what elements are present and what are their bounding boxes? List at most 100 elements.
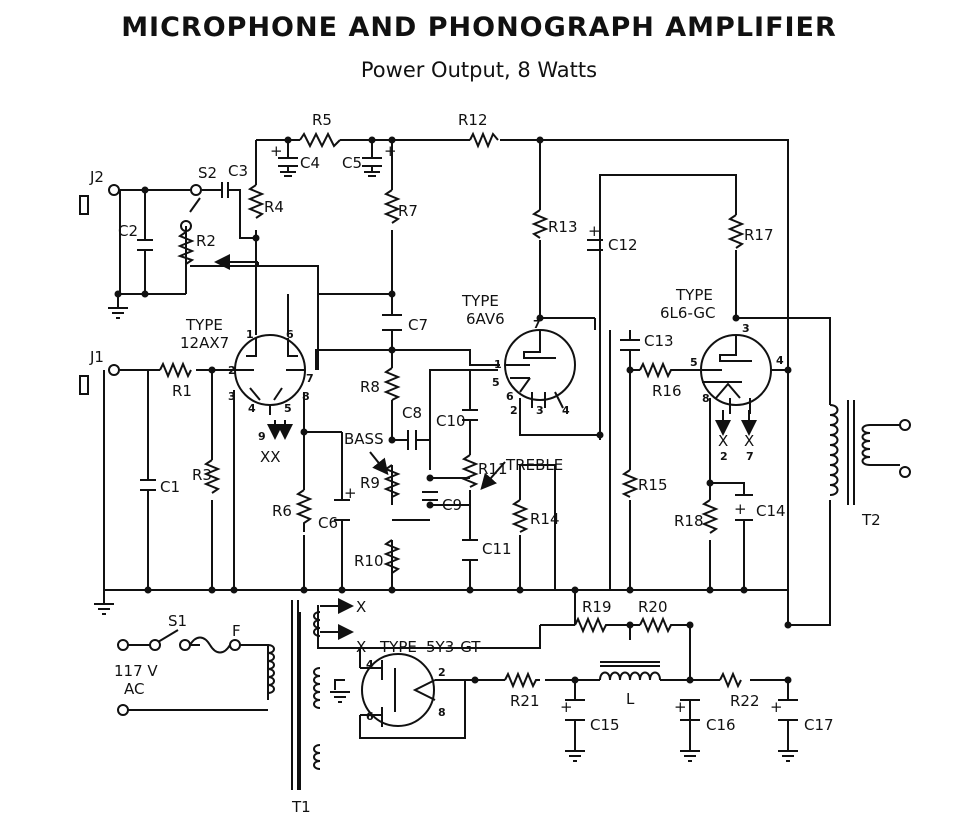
- svg-text:+: +: [734, 500, 747, 518]
- label-heater-xx: XX: [260, 448, 281, 466]
- tube-12ax7-model: 12AX7: [180, 334, 229, 352]
- label-r21: R21: [510, 692, 540, 710]
- tube-12ax7-type: TYPE: [185, 316, 223, 334]
- capacitor-c10: [462, 409, 478, 421]
- svg-text:1: 1: [494, 358, 502, 371]
- label-r20: R20: [638, 598, 668, 616]
- page-subtitle: Power Output, 8 Watts: [360, 58, 598, 82]
- label-c2: C2: [118, 222, 138, 240]
- capacitor-c2: [137, 239, 153, 251]
- label-r5: R5: [312, 111, 332, 129]
- label-r3: R3: [192, 466, 212, 484]
- resistor-r2: [177, 231, 195, 265]
- label-c15: C15: [590, 716, 620, 734]
- svg-text:2: 2: [510, 404, 518, 417]
- svg-text:9: 9: [258, 430, 266, 443]
- label-r14: R14: [530, 510, 560, 528]
- pin-numbers: 1 6 2 7 3 8 4 5 9 7 1 5 6 2 3 4 3 5 4 8 …: [228, 318, 784, 723]
- label-c16: C16: [706, 716, 736, 734]
- svg-text:1: 1: [246, 328, 254, 341]
- capacitor-c7: [382, 314, 402, 331]
- svg-text:4: 4: [366, 658, 374, 671]
- resistor-r17: [727, 214, 745, 249]
- page-title: MICROPHONE AND PHONOGRAPH AMPLIFIER: [121, 12, 837, 43]
- resistor-r10: [383, 539, 401, 574]
- svg-text:7: 7: [533, 318, 541, 331]
- label-r22: R22: [730, 692, 760, 710]
- svg-text:5: 5: [492, 376, 500, 389]
- label-f: F: [232, 622, 241, 640]
- label-c10: C10: [436, 412, 466, 430]
- svg-text:8: 8: [438, 706, 446, 719]
- resistor-r6: [295, 489, 313, 532]
- svg-text:4: 4: [562, 404, 570, 417]
- label-r12: R12: [458, 111, 488, 129]
- label-c3: C3: [228, 162, 248, 180]
- svg-text:3: 3: [228, 390, 236, 403]
- output-transformer-t2: [829, 400, 911, 505]
- label-j1: J1: [89, 348, 104, 366]
- label-c1: C1: [160, 478, 180, 496]
- label-6l6-heater-pin-7: 7: [746, 450, 754, 463]
- capacitor-c14: [735, 494, 753, 521]
- svg-text:+: +: [588, 222, 601, 240]
- resistor-r19: [574, 616, 610, 634]
- resistors: [159, 131, 745, 689]
- label-mains-voltage: 117 V: [114, 662, 158, 680]
- svg-text:+: +: [674, 698, 687, 716]
- label-mains-ac: AC: [124, 680, 144, 698]
- label-6l6-heater-pin-2: 2: [720, 450, 728, 463]
- label-c13: C13: [644, 332, 674, 350]
- label-r1: R1: [172, 382, 192, 400]
- label-r2: R2: [196, 232, 216, 250]
- resistor-r12: [469, 131, 499, 149]
- label-6l6-x-right: X: [744, 432, 754, 450]
- resistor-r21: [504, 671, 540, 689]
- wiring: [103, 139, 831, 790]
- resistor-r11: [461, 454, 479, 488]
- label-r19: R19: [582, 598, 612, 616]
- label-c7: C7: [408, 316, 428, 334]
- label-r6: R6: [272, 502, 292, 520]
- resistor-r15: [621, 469, 639, 498]
- svg-text:6: 6: [506, 390, 514, 403]
- svg-text:4: 4: [776, 354, 784, 367]
- svg-text:+: +: [270, 142, 283, 160]
- capacitor-c17: [778, 699, 798, 721]
- label-r11: R11: [478, 460, 508, 478]
- arrows: [214, 254, 757, 640]
- resistor-r18: [701, 499, 719, 534]
- polarity-marks: + + + + + + + +: [270, 142, 783, 716]
- svg-text:5: 5: [690, 356, 698, 369]
- svg-text:8: 8: [302, 390, 310, 403]
- capacitor-c3: [221, 182, 234, 198]
- label-t1: T1: [291, 798, 311, 816]
- resistor-r3: [203, 459, 221, 494]
- svg-text:7: 7: [306, 372, 314, 385]
- capacitor-c13: [620, 339, 640, 351]
- label-x-heater-1: X: [356, 598, 366, 616]
- label-r9: R9: [360, 474, 380, 492]
- label-r18: R18: [674, 512, 704, 530]
- svg-text:2: 2: [228, 364, 236, 377]
- tube-12ax7: [234, 334, 306, 440]
- tube-labels: TYPE 12AX7 TYPE 6AV6 TYPE 6L6-GC TYPE 5Y…: [180, 286, 716, 656]
- label-x-heater-2: X: [356, 638, 366, 656]
- resistor-r4: [247, 184, 265, 219]
- junction-dots: [114, 136, 792, 684]
- label-c5: C5: [342, 154, 362, 172]
- capacitor-c4: [278, 157, 298, 177]
- component-labels: J2 S2 C3 C2 R2 R4 R5 C4 C5 R12 R7 R13 C1…: [89, 111, 881, 816]
- resistor-r7: [383, 189, 401, 224]
- label-6l6-x-left: X: [718, 432, 728, 450]
- svg-text:5: 5: [284, 402, 292, 415]
- resistor-r5: [299, 131, 341, 149]
- label-c11: C11: [482, 540, 512, 558]
- capacitor-c9: [422, 491, 438, 501]
- tube-6l6-type: TYPE: [675, 286, 713, 304]
- label-c17: C17: [804, 716, 834, 734]
- svg-text:4: 4: [248, 402, 256, 415]
- label-r10: R10: [354, 552, 384, 570]
- svg-text:+: +: [384, 142, 397, 160]
